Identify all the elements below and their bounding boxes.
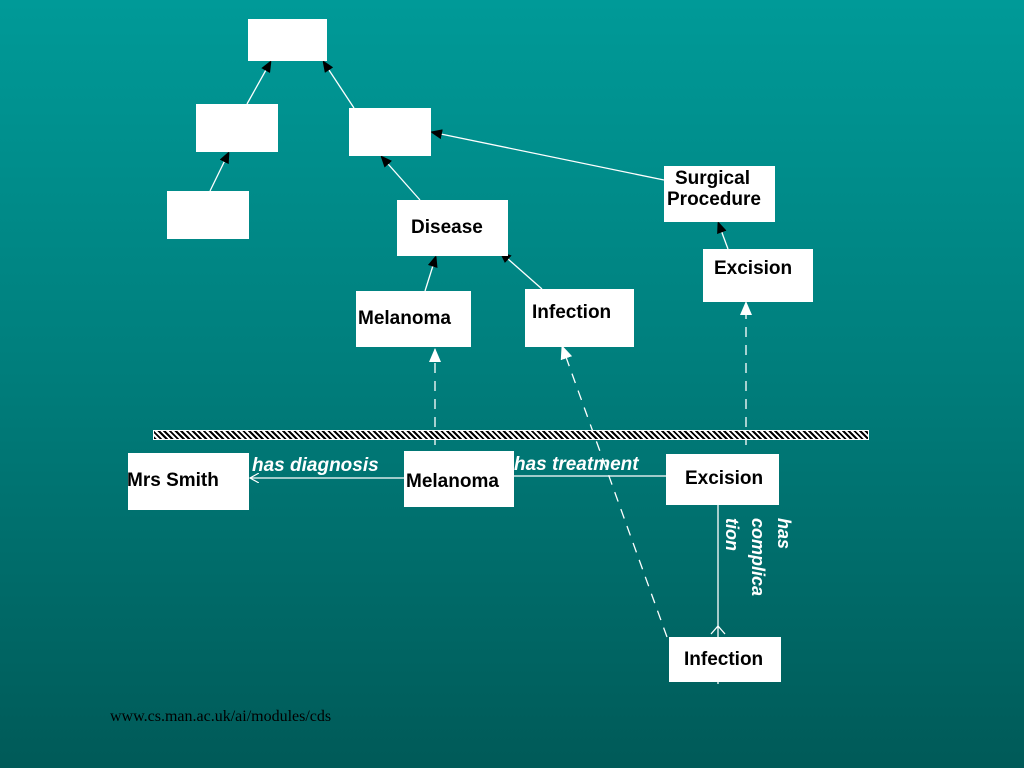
concept-disease-label: Disease <box>411 217 483 238</box>
isa-link-right-to-top <box>322 60 355 109</box>
relation-label-has-complication-line2: complica <box>748 518 768 597</box>
isa-link-infection-to-disease <box>499 251 543 290</box>
relation-label-has-complication-line3: tion <box>722 518 742 551</box>
instance-excision: Excision <box>666 454 779 505</box>
footer-url: www.cs.man.ac.uk/ai/modules/cds <box>110 708 332 725</box>
instance-melanoma-label: Melanoma <box>406 471 499 492</box>
concept-surgical-procedure: Surgical Procedure <box>664 166 775 222</box>
relation-label-has-treatment: has treatment <box>514 454 639 475</box>
concept-box-top <box>248 19 327 61</box>
layer-separator <box>153 430 869 440</box>
concept-box-mid <box>349 108 431 156</box>
instance-infection: Infection <box>669 637 781 682</box>
concept-excision: Excision <box>703 249 813 302</box>
concept-surgical-label-line1: Surgical <box>675 168 750 189</box>
concept-box-left <box>196 104 278 152</box>
relation-label-has-complication-line1: has <box>774 518 794 550</box>
isa-link-melanoma-to-disease <box>424 255 438 292</box>
isa-link-bottom-left-to-left <box>209 151 230 192</box>
relation-label-has-diagnosis: has diagnosis <box>252 455 379 476</box>
concept-excision-label: Excision <box>714 258 793 279</box>
instance-mrs-smith: Mrs Smith <box>127 453 249 510</box>
instance-melanoma: Melanoma <box>404 451 514 507</box>
concept-melanoma: Melanoma <box>356 291 471 347</box>
isa-link-disease-to-mid <box>380 155 421 201</box>
concept-infection-label: Infection <box>532 302 612 323</box>
instance-excision-label: Excision <box>685 468 764 489</box>
isa-link-excision-to-surgical <box>717 221 729 250</box>
isa-link-left-to-top <box>246 60 272 105</box>
concept-infection: Infection <box>525 289 634 347</box>
concept-box-bottom-left <box>167 191 249 239</box>
relation-arrow-has-complication <box>710 625 726 635</box>
instance-mrs-smith-label: Mrs Smith <box>127 470 219 491</box>
isa-link-surgical-to-mid <box>430 129 665 181</box>
concept-disease: Disease <box>397 200 508 256</box>
instance-link-infection <box>560 345 668 638</box>
instance-infection-label: Infection <box>684 649 764 670</box>
concept-melanoma-label: Melanoma <box>358 308 451 329</box>
concept-surgical-label-line2: Procedure <box>667 189 761 210</box>
